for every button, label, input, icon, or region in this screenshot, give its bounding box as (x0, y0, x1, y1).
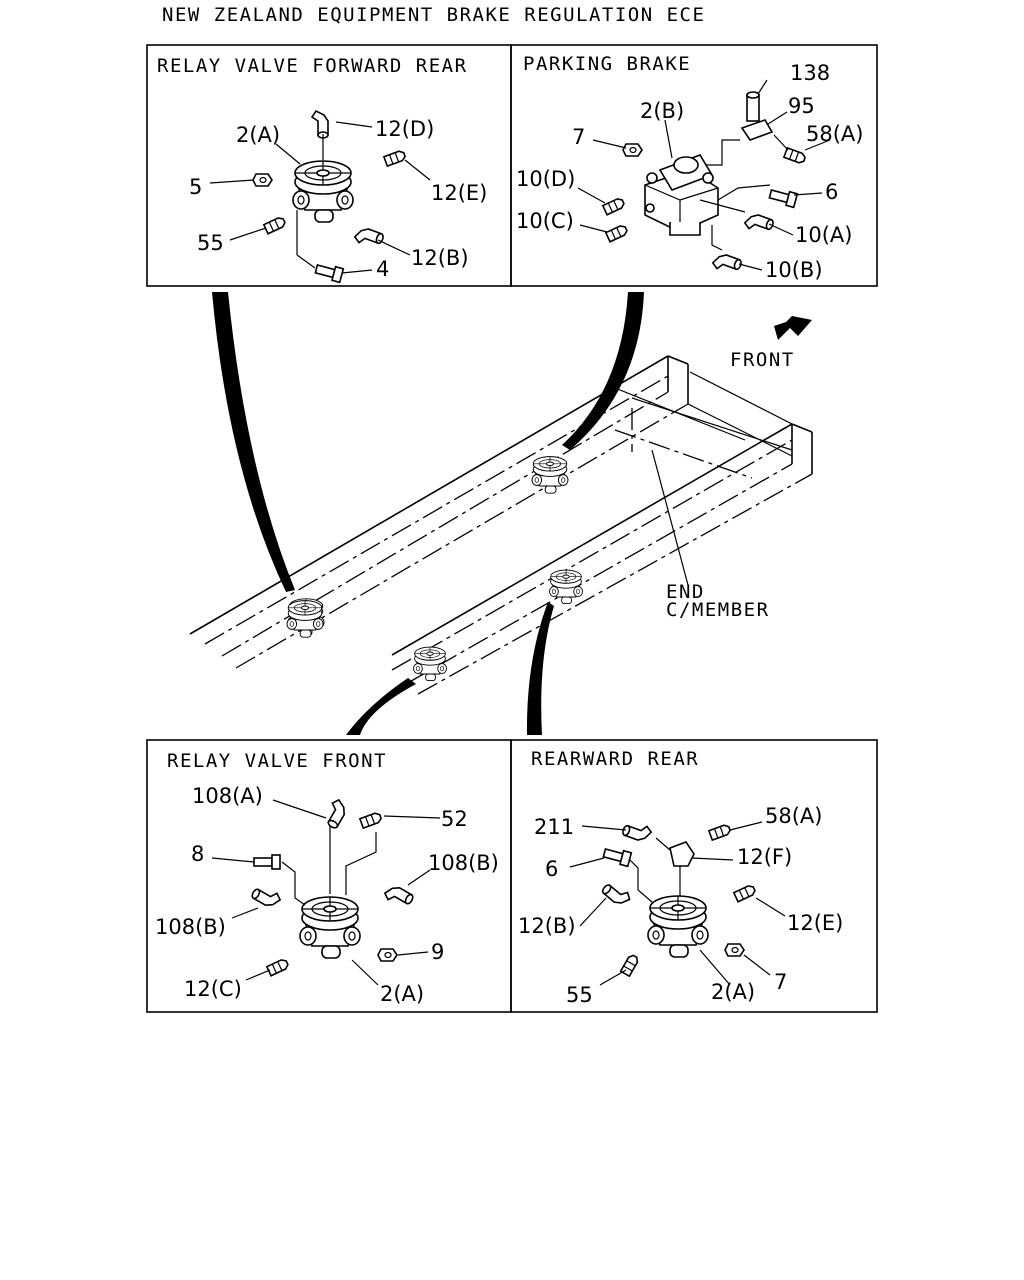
panel-heading: RELAY VALVE FORWARD REAR (157, 55, 468, 77)
label-8: 8 (191, 842, 204, 866)
label-6: 6 (545, 857, 558, 881)
diagram-title: NEW ZEALAND EQUIPMENT BRAKE REGULATION E… (162, 4, 705, 26)
c-member-label: C/MEMBER (666, 599, 770, 621)
label-10c: 10(C) (516, 209, 574, 233)
label-108b-left: 108(B) (155, 915, 226, 939)
label-12d: 12(D) (375, 117, 434, 141)
label-12e: 12(E) (787, 911, 843, 935)
label-10b: 10(B) (765, 258, 823, 282)
panel-heading: RELAY VALVE FRONT (167, 750, 387, 772)
label-55: 55 (197, 231, 224, 255)
label-6: 6 (825, 180, 838, 204)
label-108b-right: 108(B) (428, 851, 499, 875)
label-7: 7 (572, 125, 585, 149)
label-95: 95 (788, 94, 815, 118)
panel-parking-brake: PARKING BRAKE (510, 44, 878, 287)
label-9: 9 (431, 940, 444, 964)
label-211: 211 (534, 815, 574, 839)
panel-heading: PARKING BRAKE (523, 53, 691, 75)
label-12f: 12(F) (737, 845, 792, 869)
label-7: 7 (774, 970, 787, 994)
label-12e: 12(E) (431, 181, 487, 205)
label-108a: 108(A) (192, 784, 263, 808)
panel-rearward-rear: REARWARD REAR 211 58(A) 12(F) 6 12(B) 12… (510, 739, 878, 1013)
panel-relay-valve-forward-rear: RELAY VALVE FORWARD REAR 2(A) 12(D) 5 12… (146, 44, 512, 287)
label-12b: 12(B) (411, 246, 469, 270)
label-52: 52 (441, 807, 468, 831)
front-label: FRONT (730, 349, 795, 371)
label-4: 4 (376, 257, 389, 281)
end-member-label: END (666, 581, 705, 603)
label-2b: 2(B) (640, 99, 684, 123)
panel-relay-valve-front: RELAY VALVE FRONT 108(A) 52 8 108(B) 108… (146, 739, 512, 1013)
label-58a: 58(A) (765, 804, 822, 828)
label-138: 138 (790, 61, 830, 85)
label-2a: 2(A) (711, 980, 755, 1004)
label-12b: 12(B) (518, 914, 576, 938)
panel-heading: REARWARD REAR (531, 748, 699, 770)
label-2a: 2(A) (236, 123, 280, 147)
label-5: 5 (189, 175, 202, 199)
chassis-frame: FRONT END C/MEMBER (189, 292, 813, 735)
label-10d: 10(D) (516, 167, 575, 191)
label-58a: 58(A) (806, 122, 863, 146)
label-12c: 12(C) (184, 977, 242, 1001)
label-2a: 2(A) (380, 982, 424, 1006)
label-10a: 10(A) (795, 223, 852, 247)
label-55: 55 (566, 983, 593, 1007)
